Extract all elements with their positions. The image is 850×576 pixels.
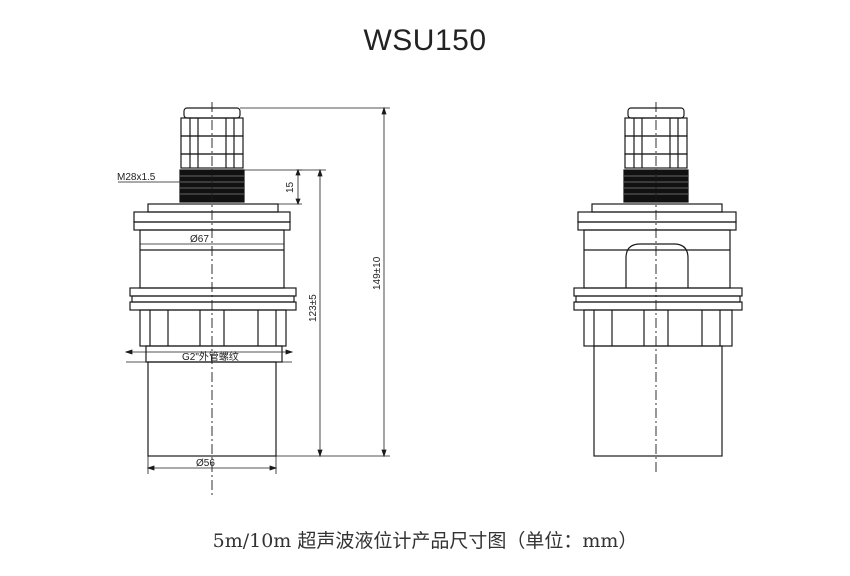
page-title: WSU150 <box>363 24 487 57</box>
dim-label-body-dia: Ø67 <box>190 234 209 245</box>
left-dim-thread-bottom: G2"外管螺纹 <box>124 349 294 363</box>
right-sensor-tube <box>593 345 723 457</box>
right-top-cap <box>577 203 737 231</box>
dim-label-thread-top: M28x1.5 <box>117 172 156 183</box>
left-dim-mid: 123±5 <box>296 168 326 458</box>
right-body <box>583 229 731 289</box>
left-dim-thread-top: M28x1.5 <box>117 172 180 183</box>
right-view <box>573 102 743 472</box>
right-cable-gland <box>624 107 688 169</box>
drawing-caption: 5m/10m 超声波液位计产品尺寸图（单位：mm） <box>212 530 638 552</box>
dim-label-thread-bottom: G2"外管螺纹 <box>182 350 239 363</box>
left-dim-tube-dia: Ø56 <box>146 456 278 474</box>
left-dim-collar: 15 <box>244 168 302 206</box>
dim-label-overall: 149±10 <box>372 256 383 290</box>
left-hex-nut <box>139 309 287 347</box>
dim-label-collar: 15 <box>285 181 296 193</box>
left-dim-overall: 149±10 <box>240 106 390 458</box>
right-hex-nut <box>583 309 733 347</box>
dim-label-mid: 123±5 <box>308 294 319 322</box>
left-lock-rings <box>129 287 297 311</box>
dim-label-tube-dia: Ø56 <box>196 458 215 469</box>
right-display-window <box>625 243 689 288</box>
right-lock-rings <box>573 287 743 311</box>
left-dim-body-dia: Ø67 <box>140 234 284 245</box>
left-view: M28x1.5 15 Ø67 149±10 <box>117 102 390 498</box>
left-cable-gland <box>180 107 244 169</box>
